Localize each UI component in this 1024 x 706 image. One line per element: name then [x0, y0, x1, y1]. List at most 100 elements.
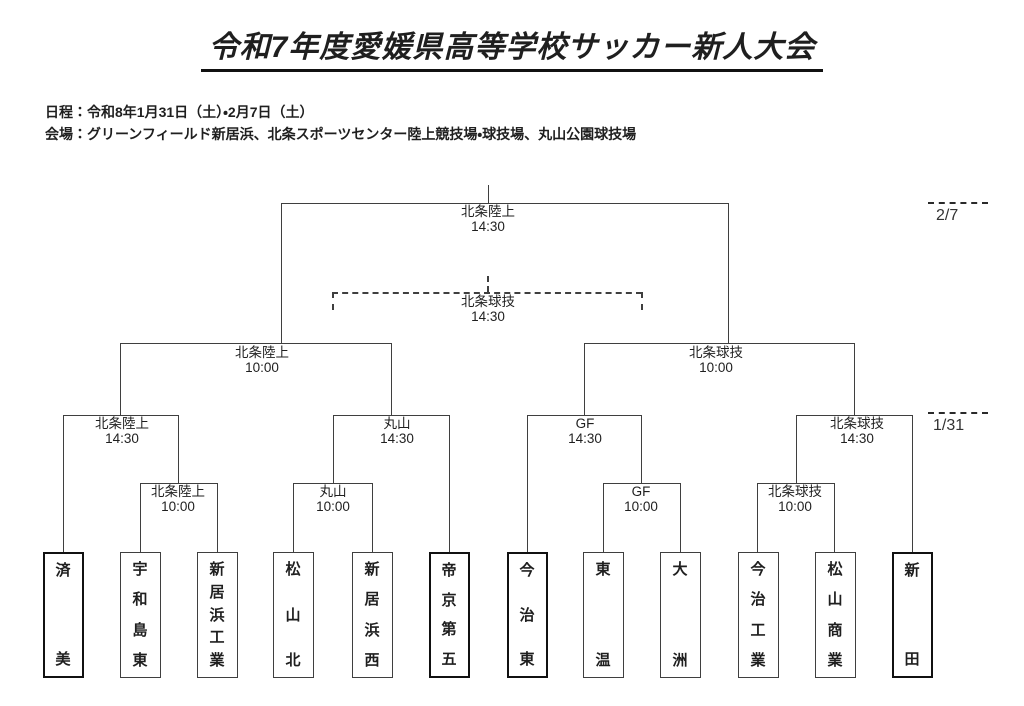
team-box-matsuyama-kita: 松山北 — [272, 552, 314, 678]
qf3-time: 14:30 — [568, 430, 602, 446]
team-name-char: 京 — [441, 591, 457, 609]
semifinal-left-venue: 北条陸上 — [235, 345, 289, 360]
match-label-r2: 丸山 10:00 — [273, 484, 393, 514]
team-name: 新居浜西 — [353, 553, 392, 677]
team-name: 帝京第五 — [431, 554, 468, 676]
line-semifinal-right-a — [584, 343, 585, 415]
event-info: 日程：令和8年1月31日（土）・2月7日（土） 会場：グリーンフィールド新居浜、… — [45, 101, 636, 145]
line-final-right — [728, 203, 729, 343]
line-qf4-left — [796, 415, 797, 483]
team-name-char: 北 — [285, 652, 301, 669]
line-semifinal-left — [120, 343, 391, 344]
team-box-ozu: 大洲 — [659, 552, 701, 678]
r3-venue: GF — [631, 484, 651, 499]
team-name-char: 東 — [132, 651, 148, 669]
team-name-char: 新 — [364, 561, 380, 578]
match-label-qf2: 丸山 14:30 — [337, 416, 457, 446]
team-name: 今治工業 — [739, 553, 778, 677]
line-qf1 — [63, 415, 178, 416]
team-name-char: 今 — [519, 562, 535, 579]
line-r3 — [603, 483, 680, 484]
team-name-char: 業 — [750, 651, 766, 669]
line-qf3-right — [641, 415, 642, 483]
qf4-venue: 北条球技 — [830, 416, 884, 431]
match-label-qf4: 北条球技 14:30 — [797, 416, 917, 446]
schedule-line: 日程：令和8年1月31日（土）・2月7日（土） — [45, 104, 314, 120]
team-name-char: 松 — [285, 561, 301, 578]
team-name-char: 五 — [441, 650, 457, 668]
team-name-char: 第 — [441, 621, 457, 639]
qf1-time: 14:30 — [105, 430, 139, 446]
team-name-char: 工 — [750, 621, 766, 639]
match-label-qf1: 北条陸上 14:30 — [62, 416, 182, 446]
qf1-venue: 北条陸上 — [95, 416, 149, 431]
team-name-char: 洲 — [672, 652, 688, 669]
line-r1-right — [217, 483, 218, 552]
match-label-r3: GF 10:00 — [581, 484, 701, 514]
team-name-char: 浜 — [209, 606, 225, 624]
team-name-char: 東 — [595, 561, 611, 578]
team-box-matsuyama-shogyo: 松山商業 — [814, 552, 856, 678]
match-label-semifinal-left: 北条陸上 10:00 — [202, 345, 322, 375]
qf4-time: 14:30 — [840, 430, 874, 446]
line-qf2 — [333, 415, 449, 416]
match-label-qf3: GF 14:30 — [525, 416, 645, 446]
team-name: 新田 — [894, 554, 931, 676]
line-third-place — [332, 292, 642, 294]
r1-time: 10:00 — [161, 498, 195, 514]
team-name-char: 新 — [904, 562, 920, 579]
qf2-venue: 丸山 — [383, 416, 411, 431]
team-name: 新居浜工業 — [198, 553, 237, 677]
line-r3-right — [680, 483, 681, 552]
r4-venue: 北条球技 — [768, 484, 822, 499]
line-r4-left — [757, 483, 758, 552]
team-name-char: 和 — [132, 591, 148, 609]
team-box-toon: 東温 — [582, 552, 624, 678]
match-label-final: 北条陸上 14:30 — [428, 204, 548, 234]
line-semifinal-right-b — [854, 343, 855, 415]
team-name-char: 居 — [364, 591, 380, 609]
page-title: 令和7年度愛媛県高等学校サッカー新人大会 — [200, 22, 824, 72]
r1-venue: 北条陸上 — [151, 484, 205, 499]
line-semifinal-right — [584, 343, 854, 344]
champion-line — [488, 185, 489, 203]
qf3-venue: GF — [575, 416, 595, 431]
team-name-char: 田 — [904, 651, 920, 668]
team-box-niihama-kogyo: 新居浜工業 — [196, 552, 238, 678]
line-r4-right — [834, 483, 835, 552]
line-r2-left — [293, 483, 294, 552]
team-name-char: 山 — [827, 591, 843, 609]
line-r4 — [757, 483, 834, 484]
team-box-niihama-nishi: 新居浜西 — [351, 552, 393, 678]
line-qf1-left — [63, 415, 64, 552]
line-r1 — [140, 483, 217, 484]
r2-venue: 丸山 — [319, 484, 347, 499]
match-label-r1: 北条陸上 10:00 — [118, 484, 238, 514]
team-name-char: 業 — [209, 652, 225, 669]
line-r3-left — [603, 483, 604, 552]
third-place-venue: 北条球技 — [461, 294, 515, 309]
team-name: 今治東 — [509, 554, 546, 676]
team-name: 松山商業 — [816, 553, 855, 677]
team-name: 松山北 — [274, 553, 313, 677]
line-qf4 — [796, 415, 912, 416]
team-box-teikyo-daigo: 帝京第五 — [428, 552, 470, 678]
final-time: 14:30 — [471, 218, 505, 234]
team-box-imabari-higashi: 今治東 — [506, 552, 548, 678]
date-marker-line-jan31 — [928, 412, 988, 414]
team-name-char: 西 — [364, 651, 380, 669]
team-name-char: 浜 — [364, 621, 380, 639]
team-name-char: 今 — [750, 561, 766, 578]
team-name-char: 美 — [55, 651, 71, 668]
semifinal-right-venue: 北条球技 — [689, 345, 743, 360]
team-name: 宇和島東 — [121, 553, 160, 677]
team-name-char: 済 — [55, 562, 71, 579]
team-box-nitta: 新田 — [891, 552, 933, 678]
team-name-char: 居 — [209, 583, 225, 601]
team-name-char: 宇 — [132, 561, 148, 578]
line-qf3-left — [527, 415, 528, 552]
team-name-char: 山 — [285, 606, 301, 624]
line-third-place-left — [332, 292, 334, 310]
team-name-char: 新 — [209, 561, 225, 578]
